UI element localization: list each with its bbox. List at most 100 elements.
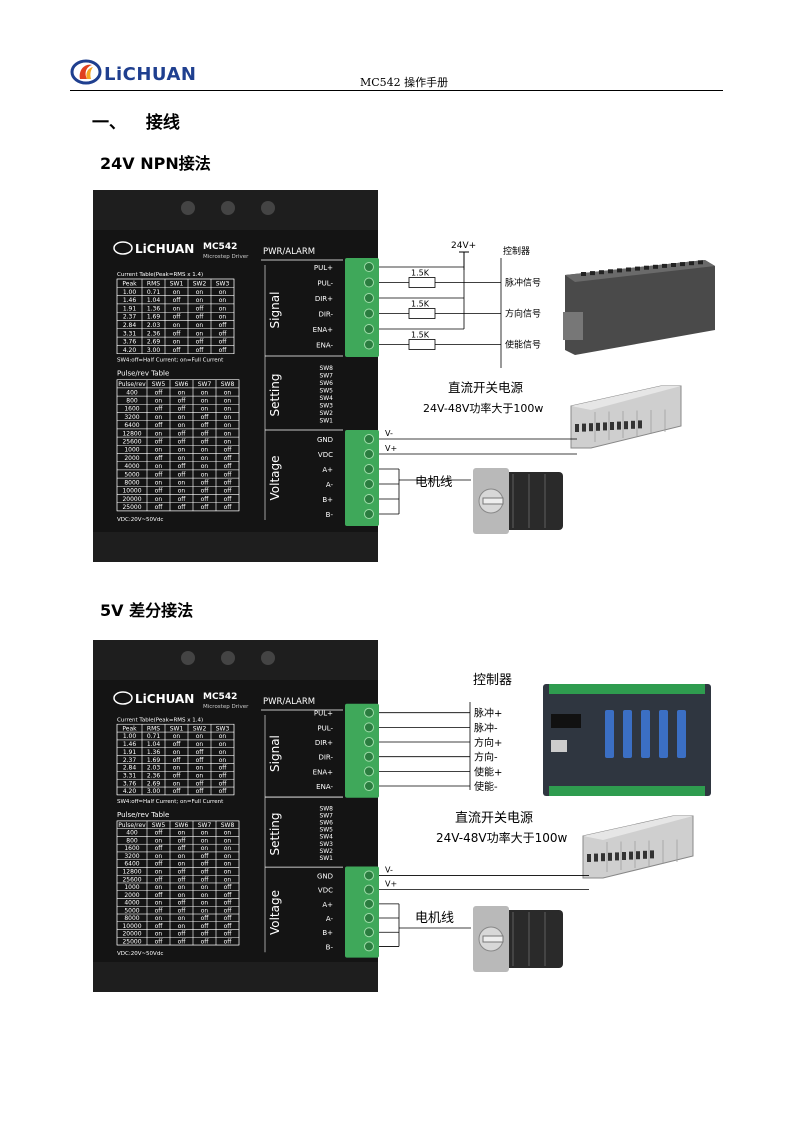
pulse-table-cell: off [201,931,210,938]
pulse-table-cell: off [224,923,233,930]
pulse-table-cell: off [224,907,233,914]
terminal-screw-icon [364,751,374,762]
pulse-table-cell: on [224,406,232,413]
board-bottom-terminals [549,786,705,796]
signal-terminal-label: PUL- [317,280,333,288]
psu-terminal [617,421,621,430]
driver-subtitle: Microstep Driver [203,254,249,260]
psu-terminal [643,850,647,859]
vdc-note: VDC:20V~50Vdc [117,517,163,523]
motor-body [505,910,563,968]
psu-terminal [638,420,642,429]
current-table-cell: off [196,749,205,756]
psu-top [571,386,681,410]
psu-terminal [622,852,626,860]
voltage-terminal-block [345,430,379,526]
pulse-table-cell: on [178,861,186,868]
pulse-table-cell: 10000 [122,923,141,930]
vplus-label: 24V+ [451,241,476,251]
pulse-table-cell: on [178,830,186,837]
current-table-cell: on [196,297,204,304]
current-table-cell: on [173,749,181,756]
pulse-table-cell: off [224,884,233,891]
motor-wire-label: 电机线 [415,911,454,926]
pulse-table-cell: off [224,892,233,899]
pulse-table-cell: on [201,900,209,907]
plc-terminal [617,268,622,273]
current-table-cell: off [173,297,182,304]
pulse-table-cell: on [224,414,232,421]
current-table-cell: 0.71 [147,289,161,296]
signal-terminal-label: PUL+ [314,264,333,272]
psu-title: 直流开关电源 [448,380,524,395]
db-connector [659,710,668,758]
current-table-cell: 2.03 [147,765,161,772]
pulse-table-cell: off [201,504,210,511]
current-table-cell: on [219,733,227,740]
driver-body [93,190,378,562]
plc-terminal [608,269,613,274]
voltage-terminal-label: A- [326,915,334,923]
pulse-table-cell: 1000 [124,447,139,454]
section-number: 一、 [92,113,126,133]
pulse-table-cell: 1000 [124,884,139,891]
plc-terminal [671,263,676,267]
current-table-cell: 3.31 [123,330,137,337]
resistor-icon [408,339,436,350]
current-table-cell: on [196,330,204,337]
mounting-hole [261,201,275,215]
current-table-cell: 4.20 [123,347,137,354]
current-table-cell: off [196,347,205,354]
current-table-cell: 3.31 [123,772,137,779]
psu-terminal [650,850,654,859]
current-table-cell: off [219,330,228,337]
pulse-table-cell: 400 [126,830,138,837]
current-table-cell: 3.76 [123,780,137,787]
motor-body [505,472,563,530]
psu-terminal [582,423,586,432]
vdc-note: VDC:20V~50Vdc [117,951,163,957]
pulse-table-cell: off [178,938,187,945]
current-table-cell-border [210,786,235,796]
psu-title: 直流开关电源 [455,811,533,826]
terminal-screw-icon [364,898,374,909]
pulse-table-cell: off [155,876,164,883]
pulse-table-cell: 25000 [122,504,141,511]
terminal-screw-icon [364,941,374,952]
pulse-table-cell: on [178,892,186,899]
controller-signal-label: 方向信号 [505,308,541,320]
pulse-table-cell: 800 [126,837,138,844]
mounting-hole [221,201,235,215]
signal-terminal-block [345,258,379,357]
pulse-table-cell: 25000 [122,938,141,945]
pulse-table-cell: SW8 [221,381,235,388]
pulse-table-cell: off [155,488,164,495]
voltage-terminal-label: GND [317,872,333,880]
pulse-table-cell: 2000 [124,892,139,899]
signal-terminal-label: DIR+ [315,739,333,747]
current-table-cell: on [196,772,204,779]
pulse-table-cell: off [201,861,210,868]
pulse-table-cell: on [178,488,186,495]
plc-terminal [653,264,658,269]
current-table-title: Current Table(Peak=RMS x 1.4) [117,272,203,278]
current-table-cell: 1.00 [123,289,137,296]
pulse-table-cell: on [201,471,209,478]
terminal-screw-icon [364,707,374,718]
terminal-screw-icon [364,308,374,319]
current-table-cell: on [219,297,227,304]
pulse-table-cell: on [155,430,163,437]
terminal-screw-icon [364,494,374,504]
setting-switch-label: SW8 [319,805,333,812]
current-table-cell: 3.00 [147,347,161,354]
current-table-cell: on [219,314,227,321]
current-table-cell: 2.69 [147,339,161,346]
terminal-screw-icon [364,479,374,489]
pulse-table-cell: on [201,463,209,470]
pulse-table-cell: off [155,861,164,868]
pulse-table-cell: on [201,389,209,396]
pulse-table-cell: off [201,479,210,486]
